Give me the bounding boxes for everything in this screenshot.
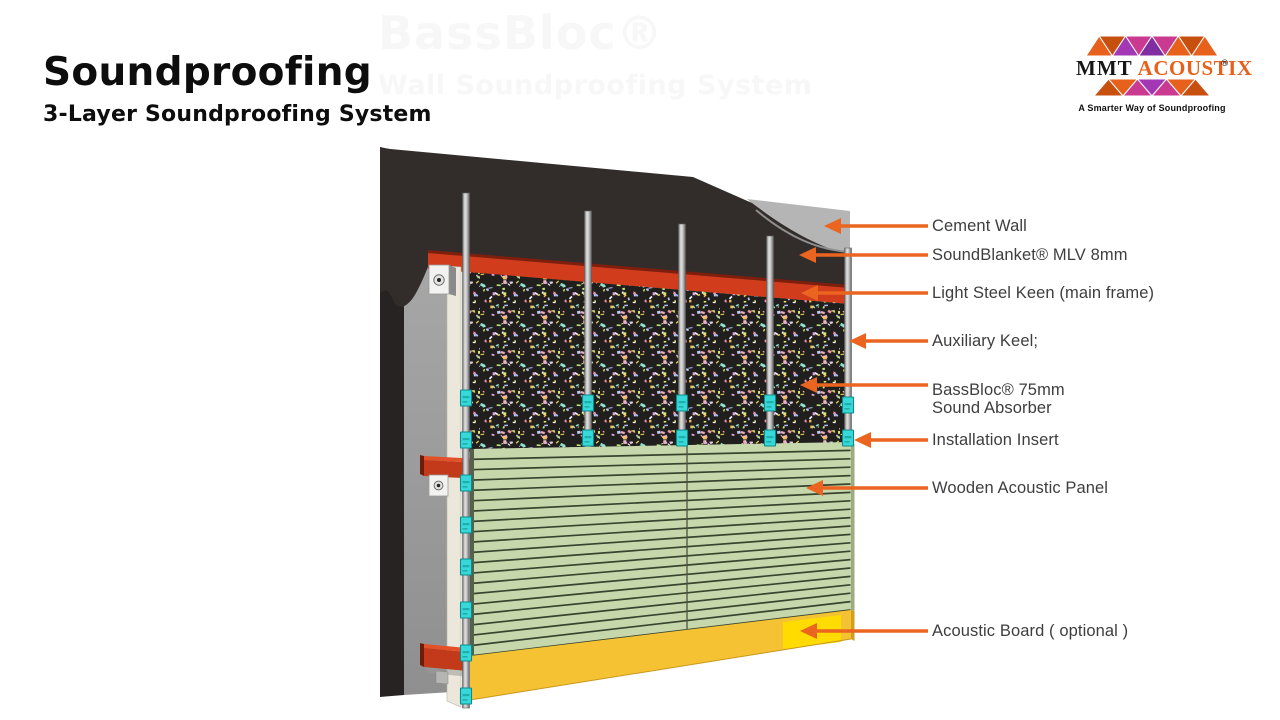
label-installation-insert: Installation Insert (932, 431, 1059, 449)
furring-strip (446, 265, 462, 708)
wall-bracket-lower (420, 643, 470, 685)
registered-trademark-icon: ® (1221, 58, 1228, 68)
label-wooden-panel: Wooden Acoustic Panel (932, 479, 1109, 497)
logo-zigzag-bottom-icon (1094, 79, 1210, 96)
panel-right-side (851, 442, 855, 611)
panel-slats (470, 449, 851, 657)
label-acoustic-board: Acoustic Board ( optional ) (932, 622, 1129, 640)
absorber-panel (468, 272, 850, 452)
label-cement-wall: Cement Wall (932, 217, 1027, 235)
label-bassbloc-absorber: BassBloc® 75mm Sound Absorber (932, 381, 1065, 417)
steel-keen-beam-top (428, 250, 850, 288)
acoustic-board (470, 610, 851, 700)
wedge-shadow-line (755, 209, 851, 253)
callout-arrows (799, 218, 928, 639)
page-subtitle: 3-Layer Soundproofing System (43, 102, 432, 127)
anchor-block-lower (428, 474, 449, 497)
label-auxiliary-keel: Auxiliary Keel; (932, 332, 1039, 350)
board-right-side (851, 610, 855, 641)
logo-brand-mmt: MMT (1076, 56, 1133, 80)
watermark-line1: BassBloc® (378, 6, 664, 60)
label-soundblanket-mlv: SoundBlanket® MLV 8mm (932, 246, 1128, 264)
label-light-steel-keen: Light Steel Keen (main frame) (932, 284, 1155, 302)
logo-brand-acoustix: ACOUSTIX (1137, 56, 1253, 80)
watermark-line2: Wall Soundproofing System (378, 70, 813, 101)
page-title: Soundproofing (43, 50, 372, 95)
mlv-blanket (380, 148, 850, 307)
logo-tagline: A Smarter Way of Soundproofing (1078, 103, 1226, 113)
anchor-block-upper (428, 264, 456, 296)
logo-zigzag-top-icon (1086, 36, 1218, 56)
steel-keen-beam (428, 253, 850, 304)
installation-inserts (459, 389, 855, 705)
board-bottom-edge (469, 638, 852, 701)
cement-wall-corner (747, 199, 850, 256)
